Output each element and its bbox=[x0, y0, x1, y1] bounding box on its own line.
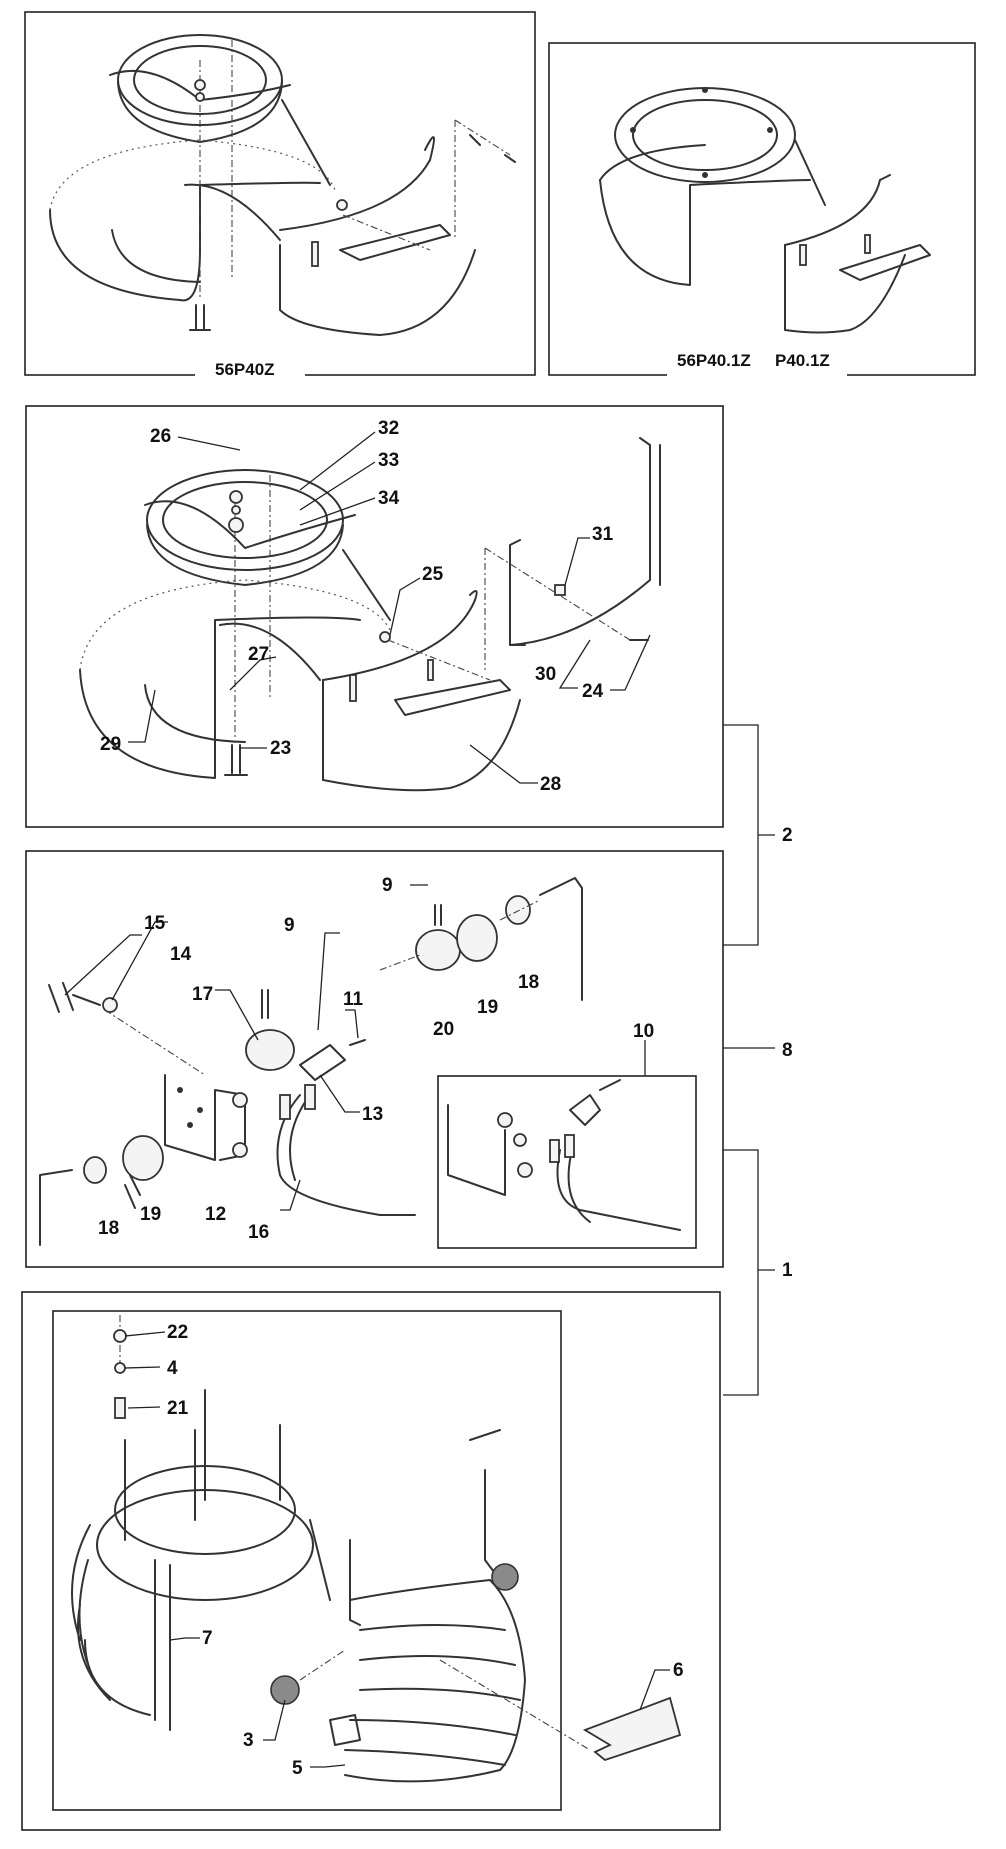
wire-guard-assembly bbox=[71, 1315, 682, 1783]
callout-15: 15 bbox=[144, 913, 166, 934]
callout-27: 27 bbox=[248, 644, 269, 665]
model-label-56P40Z: 56P40Z bbox=[215, 360, 275, 379]
callout-23: 23 bbox=[270, 738, 291, 759]
hood-variant-56P40Z: 56P40Z bbox=[49, 34, 516, 379]
model-label-P40.1Z: P40.1Z bbox=[775, 351, 830, 370]
callout-17: 17 bbox=[192, 984, 213, 1005]
hood-assembly bbox=[79, 437, 661, 792]
callout-18-left: 18 bbox=[98, 1218, 119, 1239]
callout-2: 2 bbox=[782, 825, 793, 846]
callout-3: 3 bbox=[243, 1730, 254, 1751]
callout-9-left: 9 bbox=[284, 915, 295, 936]
callout-18-right: 18 bbox=[518, 972, 539, 993]
callout-13: 13 bbox=[362, 1104, 383, 1125]
callout-29: 29 bbox=[100, 734, 121, 755]
thermostat-assembly bbox=[39, 877, 681, 1246]
callout-8: 8 bbox=[782, 1040, 793, 1061]
callout-34: 34 bbox=[378, 488, 400, 509]
callout-31: 31 bbox=[592, 524, 614, 545]
callout-28: 28 bbox=[540, 774, 561, 795]
rubber-foot-left bbox=[270, 1675, 300, 1705]
callout-5: 5 bbox=[292, 1758, 303, 1779]
callout-1: 1 bbox=[782, 1260, 793, 1281]
callout-4: 4 bbox=[167, 1358, 178, 1379]
callout-7: 7 bbox=[202, 1628, 213, 1649]
frame-thermostat-variant bbox=[437, 1075, 697, 1249]
callout-19-right: 19 bbox=[477, 997, 498, 1018]
frame-guard-inner bbox=[52, 1310, 562, 1811]
hood-variant-56P40.1Z: 56P40.1Z P40.1Z bbox=[599, 87, 931, 370]
callout-leaders bbox=[64, 431, 670, 1768]
callout-21: 21 bbox=[167, 1398, 189, 1419]
callout-19-left: 19 bbox=[140, 1204, 161, 1225]
frame-thermostat-assembly bbox=[25, 850, 724, 1268]
callout-33: 33 bbox=[378, 450, 399, 471]
callout-30: 30 bbox=[535, 664, 556, 685]
frame-guard-outer bbox=[21, 1291, 721, 1831]
frame-top-right bbox=[548, 42, 976, 376]
callout-16: 16 bbox=[248, 1222, 269, 1243]
rubber-foot-right bbox=[491, 1563, 519, 1591]
callout-numbers: 26 32 33 34 25 31 27 29 23 30 24 28 2 9 … bbox=[98, 418, 793, 1779]
callout-12: 12 bbox=[205, 1204, 226, 1225]
callout-25: 25 bbox=[422, 564, 444, 585]
callout-32: 32 bbox=[378, 418, 399, 439]
model-label-56P40.1Z: 56P40.1Z bbox=[677, 351, 751, 370]
grouping-brackets bbox=[723, 724, 775, 1396]
frame-top-left bbox=[24, 11, 536, 376]
callout-6: 6 bbox=[673, 1660, 684, 1681]
callout-22: 22 bbox=[167, 1322, 188, 1343]
callout-20: 20 bbox=[433, 1019, 454, 1040]
callout-11: 11 bbox=[343, 989, 364, 1010]
callout-14: 14 bbox=[170, 944, 192, 965]
callout-24: 24 bbox=[582, 681, 604, 702]
frame-hood-assembly bbox=[25, 405, 724, 828]
callout-9-right: 9 bbox=[382, 875, 393, 896]
callout-10: 10 bbox=[633, 1021, 654, 1042]
callout-26: 26 bbox=[150, 426, 171, 447]
